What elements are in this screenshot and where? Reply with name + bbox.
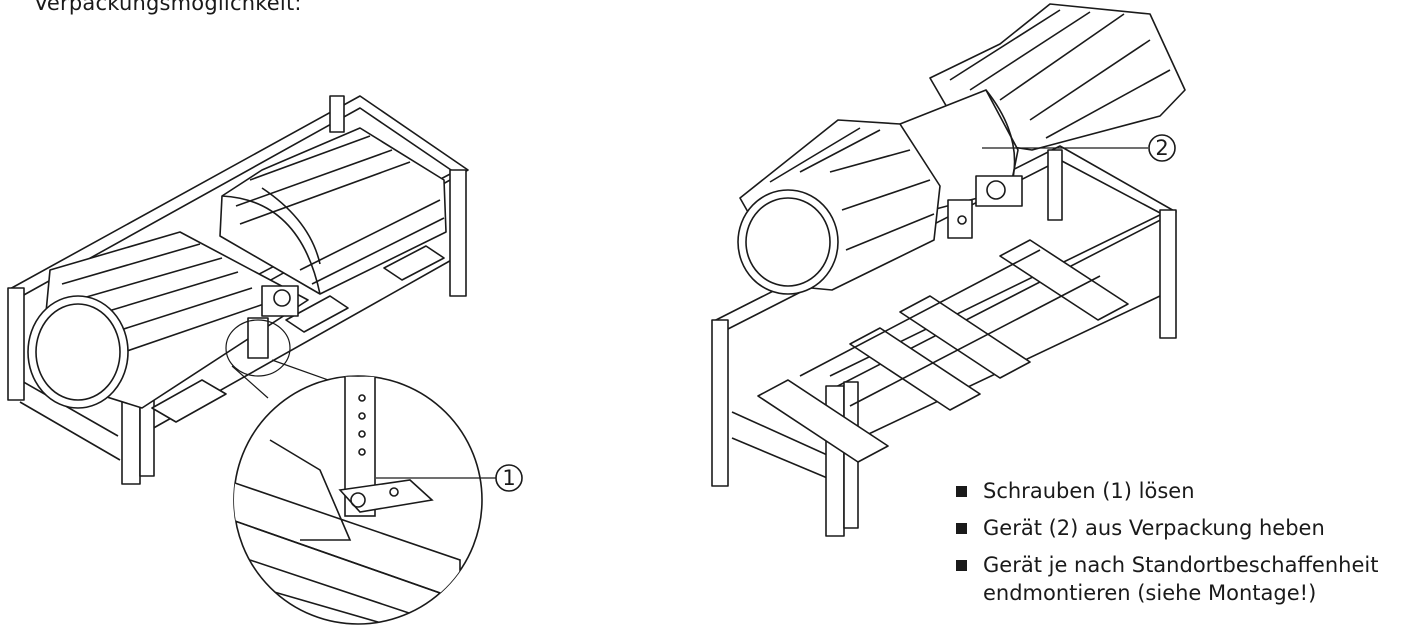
crate-floor-slat xyxy=(849,327,981,411)
crate-floor-slat xyxy=(151,379,227,423)
crate-bottom-rail xyxy=(19,401,121,461)
crate-floor-slat xyxy=(757,379,889,463)
mounting-foot xyxy=(247,317,269,359)
crate-post xyxy=(1047,149,1063,221)
callout-1-label: 1 xyxy=(502,466,515,490)
crate-post xyxy=(711,319,729,487)
step-text: Gerät je nach Standortbeschaffenheit end… xyxy=(983,553,1379,605)
crate-bottom-rail xyxy=(19,379,119,437)
step-text: Gerät (2) aus Verpackung heben xyxy=(983,516,1325,540)
step-item: Gerät je nach Standortbeschaffenheit end… xyxy=(954,551,1403,607)
crate-post xyxy=(329,95,345,133)
step-item: Schrauben (1) lösen xyxy=(954,477,1403,505)
callout-2: 2 xyxy=(982,134,1176,162)
bullet-icon xyxy=(956,523,967,534)
detail-marker xyxy=(225,319,291,377)
mounting-foot xyxy=(975,175,1023,207)
device-center-ring xyxy=(221,195,321,295)
crate-floor-slat xyxy=(285,295,349,333)
step-text: Schrauben (1) lösen xyxy=(983,479,1195,503)
crate-floor-slat xyxy=(383,245,445,281)
crate-post xyxy=(1159,209,1177,339)
crate-post xyxy=(7,287,25,401)
callout-1: 1 xyxy=(376,464,523,492)
mounting-foot xyxy=(261,285,299,317)
crate-post xyxy=(449,169,467,297)
device-intake xyxy=(27,295,129,409)
page-heading: Verpackungsmöglichkeit: xyxy=(34,0,302,15)
instruction-steps: Schrauben (1) lösen Gerät (2) aus Verpac… xyxy=(954,477,1403,616)
mounting-foot xyxy=(947,199,973,239)
crate-floor-slat xyxy=(999,239,1129,321)
device-intake xyxy=(737,189,839,295)
bullet-icon xyxy=(956,486,967,497)
bullet-icon xyxy=(956,560,967,571)
step-item: Gerät (2) aus Verpackung heben xyxy=(954,514,1403,542)
crate-floor-slat xyxy=(899,295,1031,379)
packed-device-illustration xyxy=(7,95,469,485)
callout-2-label: 2 xyxy=(1155,136,1168,160)
lifted-device-illustration xyxy=(711,3,1186,537)
detail-magnifier xyxy=(233,375,483,625)
